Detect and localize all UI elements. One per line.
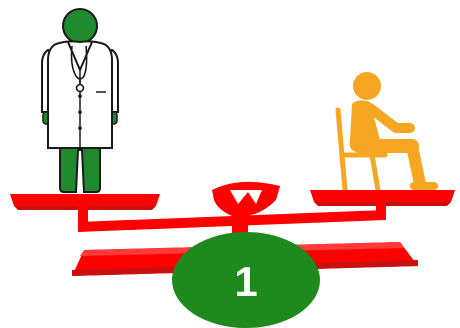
stethoscope-chestpiece bbox=[77, 85, 84, 92]
chair-back bbox=[338, 110, 345, 190]
seated-person-figure bbox=[338, 72, 434, 190]
left-pan bbox=[10, 194, 160, 206]
scale-pointer-head bbox=[212, 182, 280, 216]
coat-button bbox=[78, 94, 82, 98]
person-shin bbox=[412, 146, 420, 184]
badge-number: 1 bbox=[234, 258, 257, 305]
coat-button bbox=[78, 126, 82, 130]
number-badge: 1 bbox=[172, 232, 320, 328]
chair-front-leg bbox=[372, 155, 378, 190]
doctor-head bbox=[63, 9, 97, 43]
coat-button bbox=[78, 110, 82, 114]
right-pan bbox=[310, 190, 455, 202]
doctor-figure bbox=[42, 9, 118, 192]
person-head bbox=[353, 72, 381, 100]
